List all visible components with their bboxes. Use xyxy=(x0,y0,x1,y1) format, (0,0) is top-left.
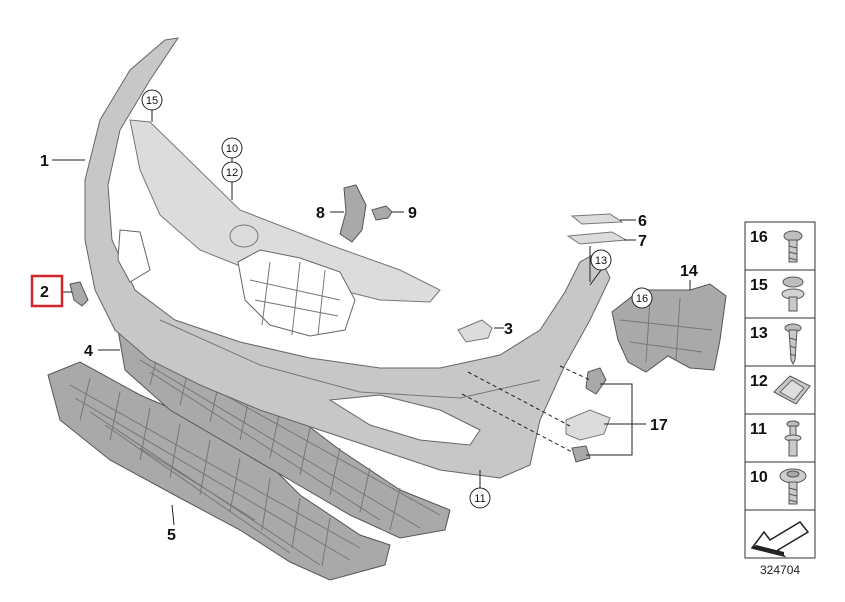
callout-9: 9 xyxy=(408,205,417,222)
svg-text:1: 1 xyxy=(40,153,49,170)
callout-4: 4 xyxy=(84,343,93,360)
svg-text:17: 17 xyxy=(650,417,668,434)
part-14-side-bracket xyxy=(611,283,727,373)
svg-text:2: 2 xyxy=(40,284,49,301)
callout-5: 5 xyxy=(167,527,176,544)
svg-text:13: 13 xyxy=(750,325,768,342)
leader-13 xyxy=(589,269,602,286)
svg-text:12: 12 xyxy=(226,167,238,179)
svg-text:15: 15 xyxy=(146,95,158,107)
callout-1: 1 xyxy=(40,153,49,170)
part-7-guide xyxy=(566,231,628,245)
table-row: 12 xyxy=(750,373,811,405)
callout-12: 12 xyxy=(221,161,243,183)
collar-screw-icon xyxy=(779,468,807,505)
part-6-guide xyxy=(570,213,624,225)
svg-text:16: 16 xyxy=(636,293,648,305)
callout-17: 17 xyxy=(650,417,668,434)
diagram-number: 324704 xyxy=(760,563,800,577)
table-row: 15 xyxy=(750,276,805,312)
svg-text:5: 5 xyxy=(167,527,176,544)
svg-text:9: 9 xyxy=(408,205,417,222)
svg-text:6: 6 xyxy=(638,213,647,230)
callout-13: 13 xyxy=(590,249,612,271)
svg-text:13: 13 xyxy=(595,255,607,267)
svg-text:15: 15 xyxy=(750,277,768,294)
part-17-clip-upper xyxy=(585,367,607,395)
part-17-clip-lower xyxy=(571,445,591,463)
callout-2: 2 xyxy=(30,274,64,308)
svg-text:16: 16 xyxy=(750,229,768,246)
callout-14: 14 xyxy=(680,263,698,280)
callout-15: 15 xyxy=(141,89,163,111)
fastener-table: 16 15 13 12 xyxy=(744,221,816,559)
expanding-rivet-icon xyxy=(784,420,802,457)
emblem-icon xyxy=(229,224,259,248)
svg-text:11: 11 xyxy=(750,421,767,438)
direction-arrow-icon xyxy=(750,521,810,558)
callout-10: 10 xyxy=(221,137,243,159)
svg-text:4: 4 xyxy=(84,343,93,360)
svg-text:8: 8 xyxy=(316,205,325,222)
part-3-cover-cap xyxy=(457,319,493,343)
callout-7: 7 xyxy=(638,233,647,250)
dashed-line-clip xyxy=(559,365,591,381)
tapping-screw-icon xyxy=(784,323,802,366)
highlight-box xyxy=(30,274,64,308)
leader-17-bracket xyxy=(586,383,633,456)
part-1-bumper-shell xyxy=(84,37,611,479)
callout-6: 6 xyxy=(638,213,647,230)
svg-text:10: 10 xyxy=(750,469,768,486)
table-row: 11 xyxy=(750,420,802,457)
table-row: 10 xyxy=(750,468,807,505)
svg-text:11: 11 xyxy=(474,493,485,505)
callout-16: 16 xyxy=(631,287,653,309)
part-9-holder xyxy=(371,205,393,221)
part-17-tow-cover xyxy=(565,409,611,441)
callout-3: 3 xyxy=(504,321,513,338)
svg-text:10: 10 xyxy=(226,143,238,155)
part-2-mount xyxy=(69,281,89,307)
svg-text:14: 14 xyxy=(680,263,698,280)
table-row: 13 xyxy=(750,323,802,366)
leader-5 xyxy=(171,504,175,526)
screw-icon xyxy=(783,230,803,263)
svg-text:3: 3 xyxy=(504,321,513,338)
table-row: 16 xyxy=(750,229,803,263)
svg-text:7: 7 xyxy=(638,233,647,250)
callout-11: 11 xyxy=(469,487,491,509)
part-8-bracket xyxy=(339,184,367,243)
clip-nut-icon xyxy=(773,375,811,405)
svg-text:12: 12 xyxy=(750,373,768,390)
callout-8: 8 xyxy=(316,205,325,222)
flange-screw-icon xyxy=(781,276,805,312)
dashed-line-upper xyxy=(467,371,571,427)
